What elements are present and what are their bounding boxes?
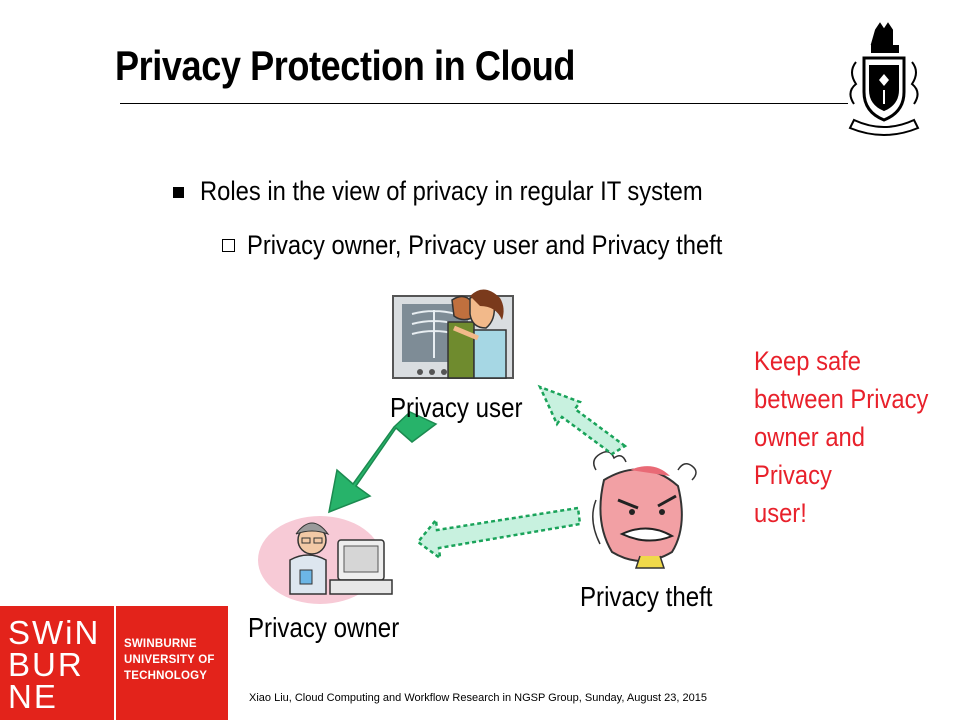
title-divider [120,103,848,104]
logo-wordmark-line: SWiN [8,614,101,651]
slide-footer: Xiao Liu, Cloud Computing and Workflow R… [249,692,707,704]
callout-line: Privacy [754,460,832,490]
swinburne-logo: SWiN BUR NE SWINBURNE UNIVERSITY OF TECH… [0,606,228,720]
bullet-level-1: Roles in the view of privacy in regular … [173,176,771,207]
university-crest-icon [848,22,920,136]
callout-line: owner and [754,422,865,452]
logo-name-line: SWINBURNE [124,638,197,650]
privacy-theft-illustration-icon [592,451,697,569]
callout-line: user! [754,498,807,528]
logo-name-line: TECHNOLOGY [124,670,208,682]
square-bullet-icon [173,187,184,198]
dashed-arrow-theft-to-owner-icon [416,506,582,561]
slide-title: Privacy Protection in Cloud [115,42,576,89]
logo-wordmark-line: BUR [8,646,84,683]
bullet-level-2: Privacy owner, Privacy user and Privacy … [222,230,787,261]
dashed-arrow-theft-to-user-icon [537,384,628,456]
bullet-text: Privacy owner, Privacy user and Privacy … [247,230,723,260]
logo-wordmark-line: NE [8,678,58,715]
label-privacy-theft: Privacy theft [580,581,713,612]
bullet-text: Roles in the view of privacy in regular … [200,176,703,206]
privacy-owner-illustration-icon [258,516,393,604]
logo-name-block: SWINBURNE UNIVERSITY OF TECHNOLOGY [124,636,215,684]
label-privacy-owner: Privacy owner [248,612,400,643]
keep-safe-callout: Keep safe between Privacy owner and Priv… [754,342,939,532]
privacy-user-illustration-icon [392,289,514,379]
hollow-square-bullet-icon [222,239,235,252]
logo-name-line: UNIVERSITY OF [124,654,215,666]
logo-wordmark-panel: SWiN BUR NE [0,606,116,720]
label-privacy-user: Privacy user [390,392,523,423]
double-arrow-owner-user-icon [328,411,438,514]
callout-line: Keep safe [754,346,862,376]
callout-line: between Privacy [754,384,929,414]
